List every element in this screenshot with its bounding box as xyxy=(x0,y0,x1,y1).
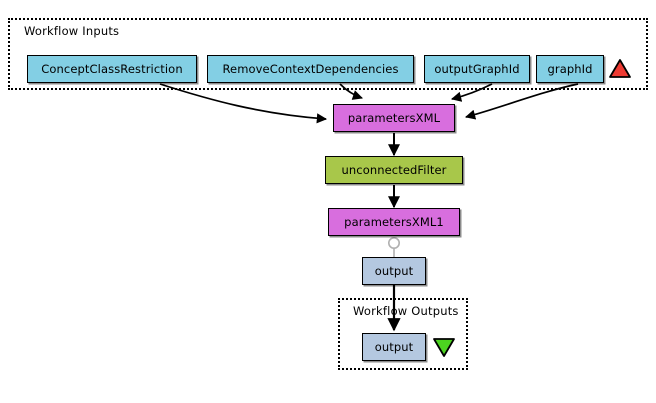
workflow-inputs-group xyxy=(8,18,648,90)
triangle-up-red-icon xyxy=(608,57,632,81)
processor-node-unconnectedfilter[interactable]: unconnectedFilter xyxy=(325,156,463,184)
workflow-inputs-title: Workflow Inputs xyxy=(24,24,120,38)
triangle-down-green-icon xyxy=(432,335,456,359)
processor-node-parametersxml1[interactable]: parametersXML1 xyxy=(328,208,460,236)
processor-node-parametersxml[interactable]: parametersXML xyxy=(333,104,455,132)
intermediate-output-node[interactable]: output xyxy=(362,257,426,285)
final-output-node[interactable]: output xyxy=(362,333,426,361)
input-node-conceptclassrestriction[interactable]: ConceptClassRestriction xyxy=(27,55,197,83)
workflow-outputs-title: Workflow Outputs xyxy=(353,304,459,318)
workflow-outputs-group xyxy=(338,298,468,370)
input-node-removecontextdependencies[interactable]: RemoveContextDependencies xyxy=(207,55,414,83)
input-node-graphid[interactable]: graphId xyxy=(536,55,604,83)
input-node-outputgraphid[interactable]: outputGraphId xyxy=(424,55,530,83)
circle-port-icon xyxy=(387,237,400,250)
